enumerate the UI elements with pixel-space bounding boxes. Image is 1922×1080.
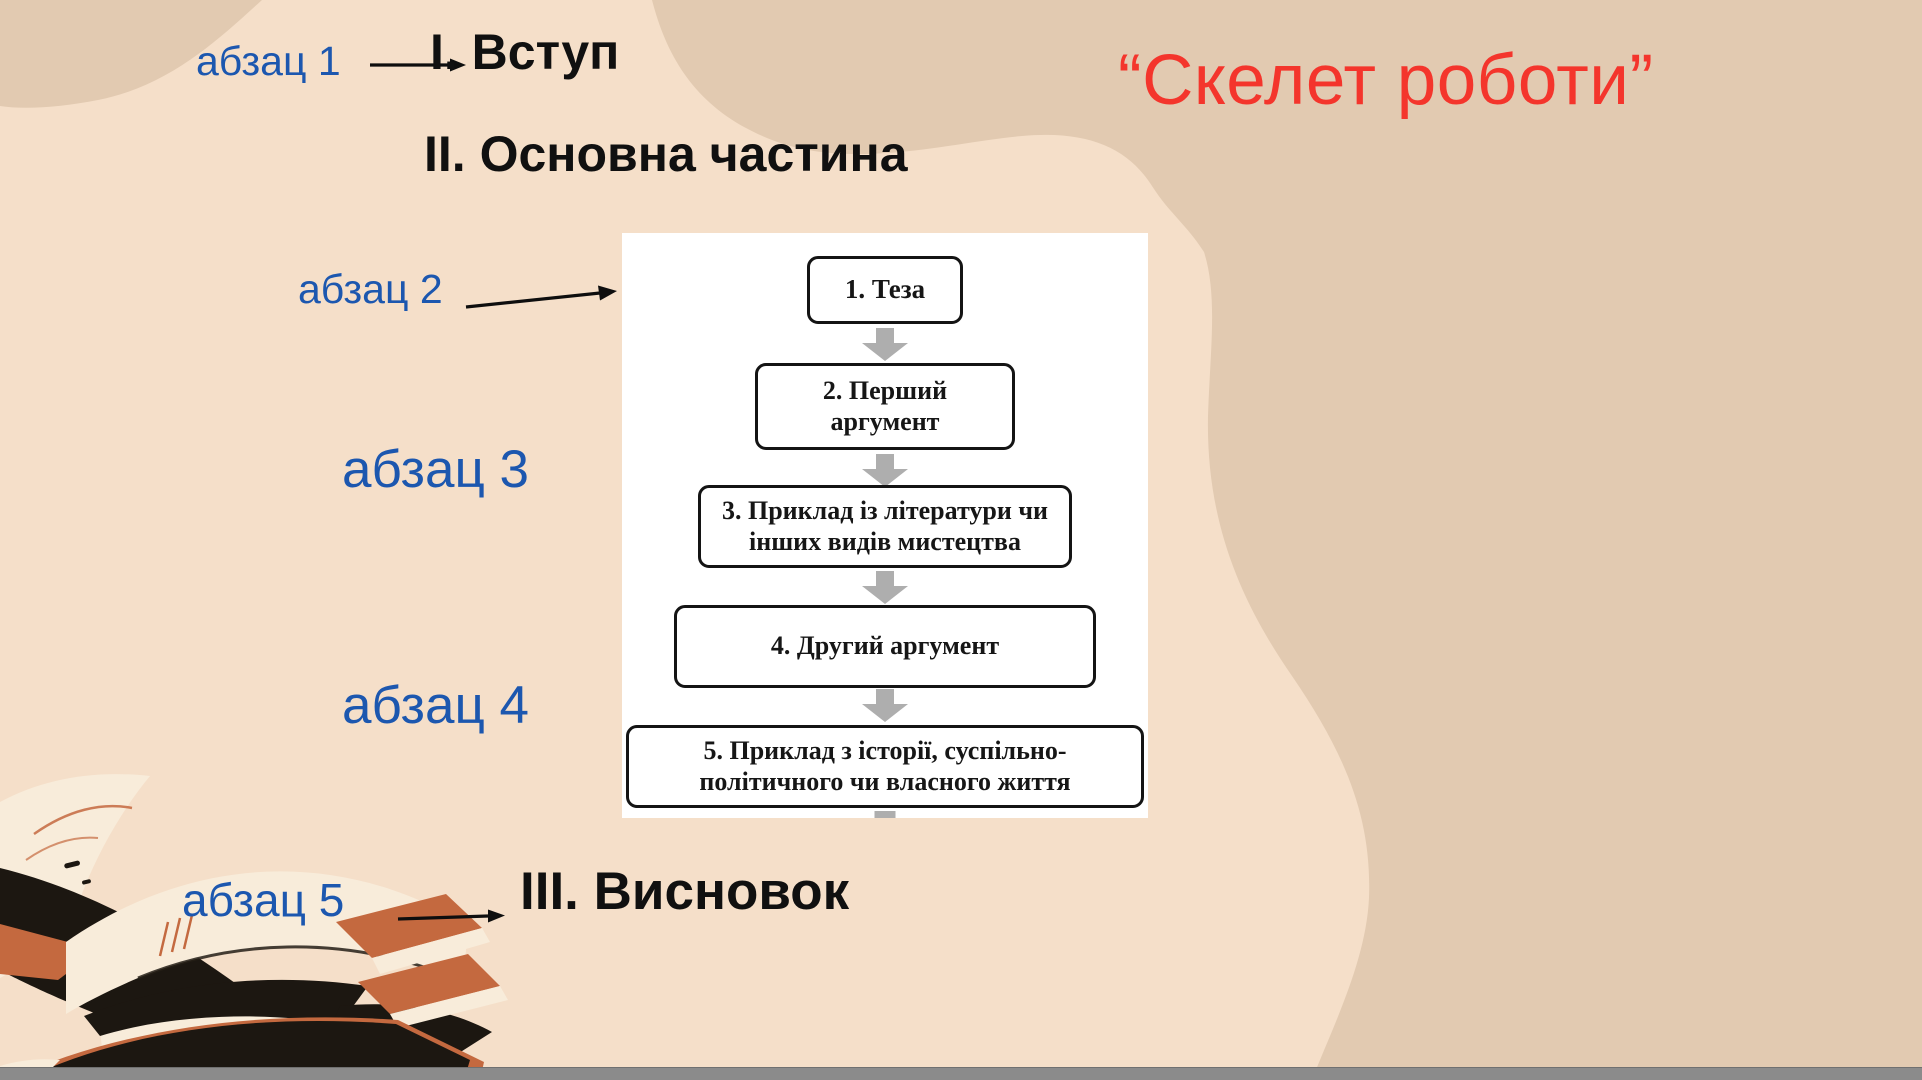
paragraph-2-label: абзац 2 [298,266,443,312]
flowchart-step-second-argument: 4. Другий аргумент [674,605,1096,688]
intro-heading: I. Вступ [430,24,620,80]
paragraph-3-label: абзац 3 [342,440,530,499]
slide-title: “Скелет роботи” [1118,41,1654,120]
arrow-to-flowchart-icon [465,285,617,309]
flowchart-panel: 1. Теза 2. Перший аргумент 3. Приклад із… [622,233,1148,818]
paragraph-5-label: абзац 5 [182,874,345,926]
flow-down-arrow-icon [862,689,908,722]
flow-down-arrow-icon [862,328,908,361]
paragraph-4-label: абзац 4 [342,676,530,735]
main-part-heading: II. Основна частина [424,126,908,182]
flowchart-step-history-example: 5. Приклад з історії, суспільно-політичн… [626,725,1144,808]
paragraph-1-label: абзац 1 [196,38,341,84]
flowchart-step-thesis: 1. Теза [807,256,963,324]
arrow-to-intro-icon [370,58,466,72]
flowchart-step-first-argument: 2. Перший аргумент [755,363,1015,450]
open-book-illustration-icon [0,774,508,1080]
conclusion-heading: III. Висновок [520,862,850,921]
flowchart-step-literature-example: 3. Приклад із літератури чи інших видів … [698,485,1072,568]
arrow-to-conclusion-icon [397,909,505,923]
flow-down-arrow-icon [862,454,908,487]
flow-arrow-stub [874,811,896,818]
window-bottom-bar [0,1067,1922,1080]
flow-down-arrow-icon [862,571,908,604]
